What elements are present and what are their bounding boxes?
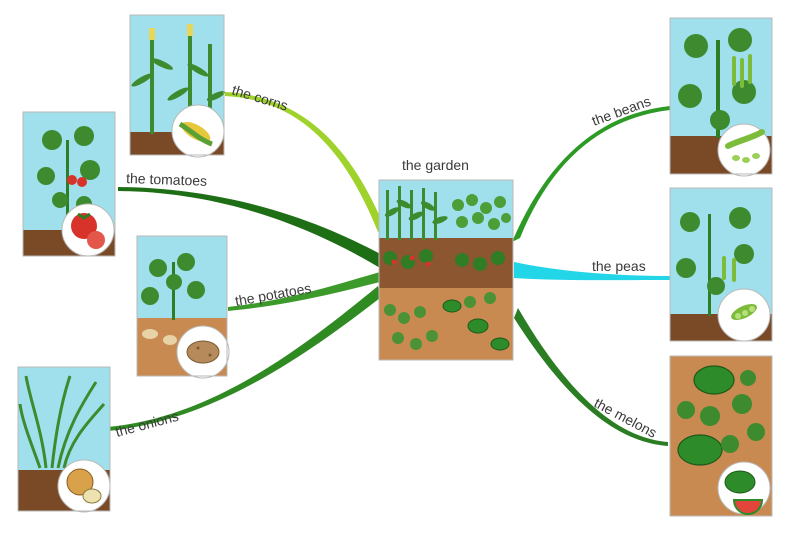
label-corns: the corns (230, 82, 290, 114)
card-potatoes[interactable] (136, 235, 230, 379)
card-melons[interactable] (669, 355, 773, 517)
watermelon-icon (724, 470, 764, 515)
branch-beans (512, 106, 670, 242)
potato-icon (186, 340, 220, 364)
branch-connectors (108, 92, 670, 446)
branch-potatoes (228, 272, 380, 311)
corn-cob-icon (178, 121, 213, 147)
card-tomatoes[interactable] (22, 111, 116, 257)
label-beans: the beans (590, 93, 653, 129)
tomato-icon (71, 212, 105, 249)
onion-icon (66, 468, 102, 504)
card-beans[interactable] (669, 17, 773, 177)
label-tomatoes: the tomatoes (126, 170, 207, 189)
card-peas[interactable] (669, 187, 773, 342)
card-corns[interactable] (129, 14, 226, 158)
pea-pod-icon (731, 303, 757, 321)
branch-peas (514, 262, 670, 281)
garden-image[interactable] (378, 179, 514, 361)
branch-corns (225, 92, 384, 232)
center-label: the garden (402, 157, 469, 173)
label-onions: the onions (114, 408, 181, 440)
card-onions[interactable] (17, 366, 111, 513)
label-peas: the peas (592, 258, 646, 274)
bean-pods-icon (725, 129, 765, 163)
